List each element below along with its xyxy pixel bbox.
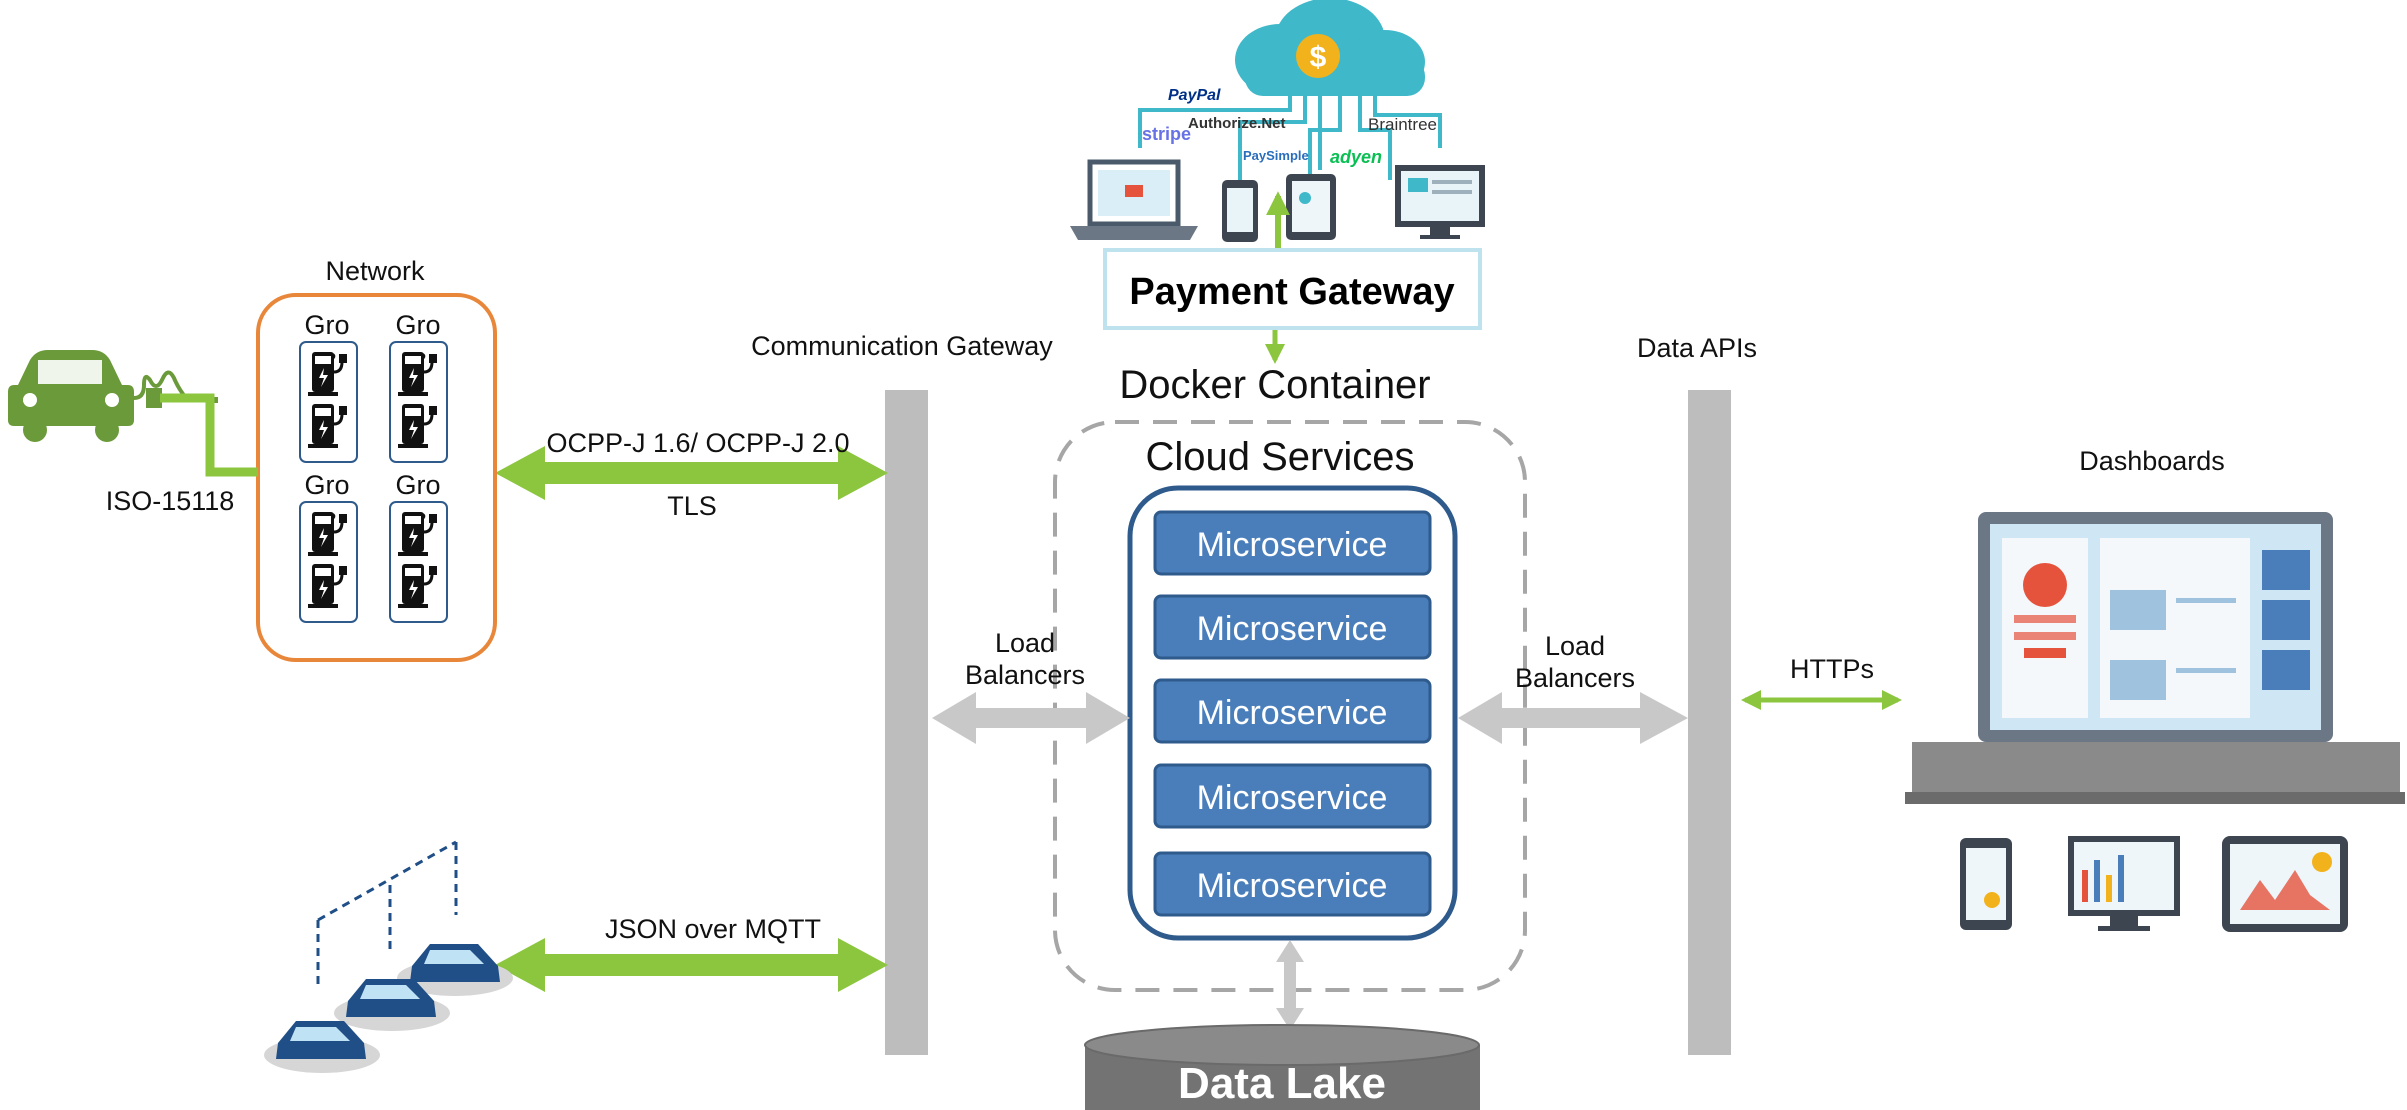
ev-charger-icon	[398, 352, 437, 396]
charger-groups: Gro Gro Gro Gro UPUPUPUP	[299, 310, 448, 623]
ev-charger-icon	[398, 512, 437, 556]
data-lake-arrow	[1276, 940, 1304, 1030]
mqtt-arrow	[495, 938, 888, 992]
mqtt-label: JSON over MQTT	[605, 914, 821, 944]
data-lake-title: Data Lake	[1178, 1059, 1386, 1108]
group-label: Gro	[395, 470, 440, 500]
paypal-logo: PayPal	[1168, 87, 1221, 104]
iso-15118-label: ISO-15118	[106, 486, 235, 516]
paysimple-logo: PaySimple	[1243, 148, 1309, 163]
microservice-list: Microservice Microservice Microservice M…	[1153, 510, 1432, 917]
ev-charger-icon	[398, 404, 437, 448]
microservice-box	[1153, 594, 1432, 660]
communication-gateway-title: Communication Gateway	[751, 331, 1053, 361]
load-balancer-arrow-right	[1458, 692, 1688, 744]
dollar-symbol: $	[1310, 41, 1327, 74]
microservice-label: Microservice	[1197, 610, 1388, 648]
cloud-dollar-icon: $	[1235, 0, 1425, 96]
monitor-icon	[1395, 165, 1485, 239]
network-box	[256, 293, 497, 662]
group-label: Gro	[395, 310, 440, 340]
payment-gateway-box: Payment Gateway	[1103, 248, 1482, 330]
laptop-icon	[1070, 159, 1198, 240]
microservice-label: Microservice	[1197, 867, 1388, 905]
load-balancers-label-right: Balancers	[1515, 663, 1635, 693]
microservice-label: Microservice	[1197, 779, 1388, 817]
microservice-box	[1153, 678, 1432, 744]
stripe-logo: stripe	[1142, 124, 1191, 144]
tablet-icon	[1286, 174, 1336, 240]
microservice-box	[1153, 763, 1432, 829]
tls-label: TLS	[667, 491, 717, 521]
ev-charger-icon	[308, 404, 347, 448]
mobile-dashboard-icon	[1960, 838, 2012, 930]
ev-charger-icon	[308, 564, 347, 608]
ev-charger-icon	[308, 352, 347, 396]
microservice-label: Microservice	[1197, 694, 1388, 732]
https-label: HTTPs	[1790, 654, 1874, 684]
communication-gateway-bar	[885, 390, 928, 1055]
microservice-box	[1153, 851, 1432, 917]
adyen-logo: adyen	[1330, 147, 1382, 167]
microservice-box	[1153, 510, 1432, 576]
network-title: Network	[325, 256, 425, 286]
load-balancers-label-right: Load	[1545, 631, 1605, 661]
ev-charger-icon	[308, 512, 347, 556]
data-apis-title: Data APIs	[1637, 333, 1757, 363]
braintree-logo: Braintree	[1368, 115, 1437, 134]
dashboards-title: Dashboards	[2079, 446, 2225, 476]
group-label: Gro	[304, 470, 349, 500]
load-balancers-label-left: Balancers	[965, 660, 1085, 690]
data-apis-bar	[1688, 390, 1731, 1055]
group-label: Gro	[304, 310, 349, 340]
microservice-label: Microservice	[1197, 526, 1388, 564]
authorizenet-logo: Authorize.Net	[1188, 115, 1286, 132]
cloud-services-title: Cloud Services	[1145, 435, 1414, 479]
phone-icon	[1222, 180, 1258, 242]
docker-container-title: Docker Container	[1119, 363, 1430, 407]
payment-cloud-group: $	[1070, 0, 1485, 242]
ev-charger-icon	[398, 564, 437, 608]
payment-gateway-title: Payment Gateway	[1129, 271, 1454, 313]
tablet-dashboard-icon	[2222, 836, 2348, 932]
monitor-dashboard-icon	[2068, 836, 2180, 931]
fleet-cars-icon	[264, 840, 513, 1073]
ev-cable-line	[160, 393, 258, 477]
ocpp-label: OCPP-J 1.6/ OCPP-J 2.0	[546, 428, 849, 458]
load-balancers-label-left: Load	[995, 628, 1055, 658]
data-lake-cylinder: Data Lake	[1084, 1024, 1480, 1110]
electric-car-icon	[8, 350, 196, 442]
laptop-dashboard-icon	[1905, 512, 2405, 804]
load-balancer-arrow-left	[932, 692, 1130, 744]
ocpp-arrow	[495, 446, 888, 500]
